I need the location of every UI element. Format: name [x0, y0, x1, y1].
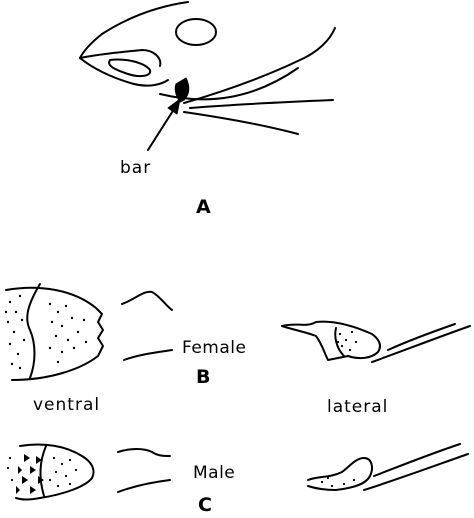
- male-lateral-outline: [308, 458, 372, 490]
- female-ventral-stipple: [5, 295, 87, 369]
- male-ventral-midline: [40, 446, 46, 496]
- gill-cover-edge: [184, 28, 335, 103]
- female-lateral-body-line-1: [388, 324, 455, 350]
- lateral-label: lateral: [327, 399, 388, 416]
- panel-b-label: B: [196, 368, 210, 387]
- male-lateral-view: [308, 444, 468, 490]
- male-ventral-view: [7, 444, 94, 499]
- female-ventral-view: [5, 284, 103, 380]
- female-label: Female: [182, 340, 246, 357]
- mouth-inner-loop: [109, 59, 150, 76]
- male-gular-upper: [118, 449, 170, 456]
- female-lateral-view: [282, 322, 470, 362]
- fish-head-lateral: [80, 2, 335, 134]
- fish-head-outline: [80, 2, 188, 58]
- female-lateral-body-line-2: [372, 326, 470, 362]
- male-gular-lines: [118, 449, 170, 492]
- female-lateral-outline: [282, 322, 380, 360]
- male-lateral-stipple: [321, 477, 355, 487]
- female-ventral-midline: [27, 284, 40, 378]
- panel-a-label: A: [196, 198, 211, 217]
- upper-jaw: [80, 50, 160, 66]
- female-lateral-barbel: [335, 328, 344, 356]
- body-line-upper: [190, 100, 333, 108]
- female-ventral-outline: [6, 288, 103, 380]
- female-gular-lines: [122, 292, 172, 360]
- female-gular-upper: [122, 292, 172, 310]
- panel-c-label: C: [198, 496, 212, 515]
- male-ventral-outline: [16, 444, 94, 499]
- bar-label: bar: [120, 160, 151, 177]
- male-gular-lower: [118, 480, 170, 492]
- fish-eye: [176, 19, 216, 45]
- female-gular-lower: [124, 350, 172, 360]
- body-line-lower: [184, 112, 298, 134]
- female-lateral-stipple: [337, 331, 357, 351]
- male-label: Male: [193, 465, 235, 482]
- ventral-label: ventral: [33, 397, 100, 414]
- bar-arrow-head: [168, 99, 180, 114]
- bar-arrow-shaft: [148, 106, 176, 150]
